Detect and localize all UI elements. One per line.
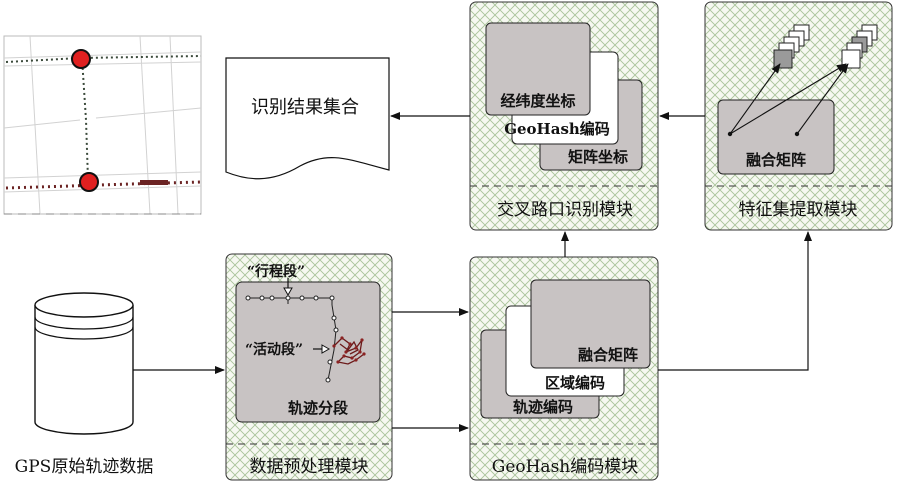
segmentation-label: 轨迹分段: [288, 399, 348, 417]
matrix-stack-left: [773, 24, 810, 69]
flow-arrows: [133, 112, 812, 432]
feature-module: 融合矩阵 特征集提取模块: [704, 1, 893, 231]
lat-lon-layer: [485, 22, 591, 116]
trip-segment-label: “行程段”: [247, 263, 305, 280]
intersection-marker: [71, 49, 91, 69]
region-encoding-label: 区域编码: [545, 374, 605, 392]
fusion-matrix-box: [717, 99, 835, 175]
matrix-stack-right: [841, 24, 878, 69]
feature-module-label: 特征集提取模块: [739, 200, 858, 220]
geohash-module: 融合矩阵 区域编码 轨迹编码 GeoHash编码模块: [469, 256, 659, 481]
matrix-coordinate-label: 矩阵坐标: [568, 148, 628, 166]
geohash-code-label: GeoHash编码: [504, 120, 610, 138]
geohash-module-label: GeoHash编码模块: [492, 457, 639, 477]
intersection-marker: [79, 172, 99, 192]
preprocess-module-label: 数据预处理模块: [250, 457, 369, 477]
lat-lon-label: 经纬度坐标: [500, 92, 575, 110]
result-document: 识别结果集合: [225, 57, 390, 180]
gps-database: [34, 292, 134, 435]
intersection-module-label: 交叉路口识别模块: [497, 200, 633, 220]
trajectory-encoding-label: 轨迹编码: [513, 398, 573, 416]
result-label: 识别结果集合: [251, 97, 359, 118]
map-thumbnail: [3, 35, 202, 215]
activity-segment-label: “活动段”: [245, 341, 303, 358]
fusion-matrix-text: 融合矩阵: [746, 151, 806, 169]
fusion-matrix-layer: [530, 279, 651, 369]
fusion-matrix-label: 融合矩阵: [578, 346, 638, 364]
intersection-module: 经纬度坐标 GeoHash编码 矩阵坐标 交叉路口识别模块: [469, 1, 659, 231]
preprocess-module: “行程段” “活动段” 轨迹分段 数据预处理模块: [225, 253, 393, 481]
gps-data-label: GPS原始轨迹数据: [15, 457, 154, 477]
